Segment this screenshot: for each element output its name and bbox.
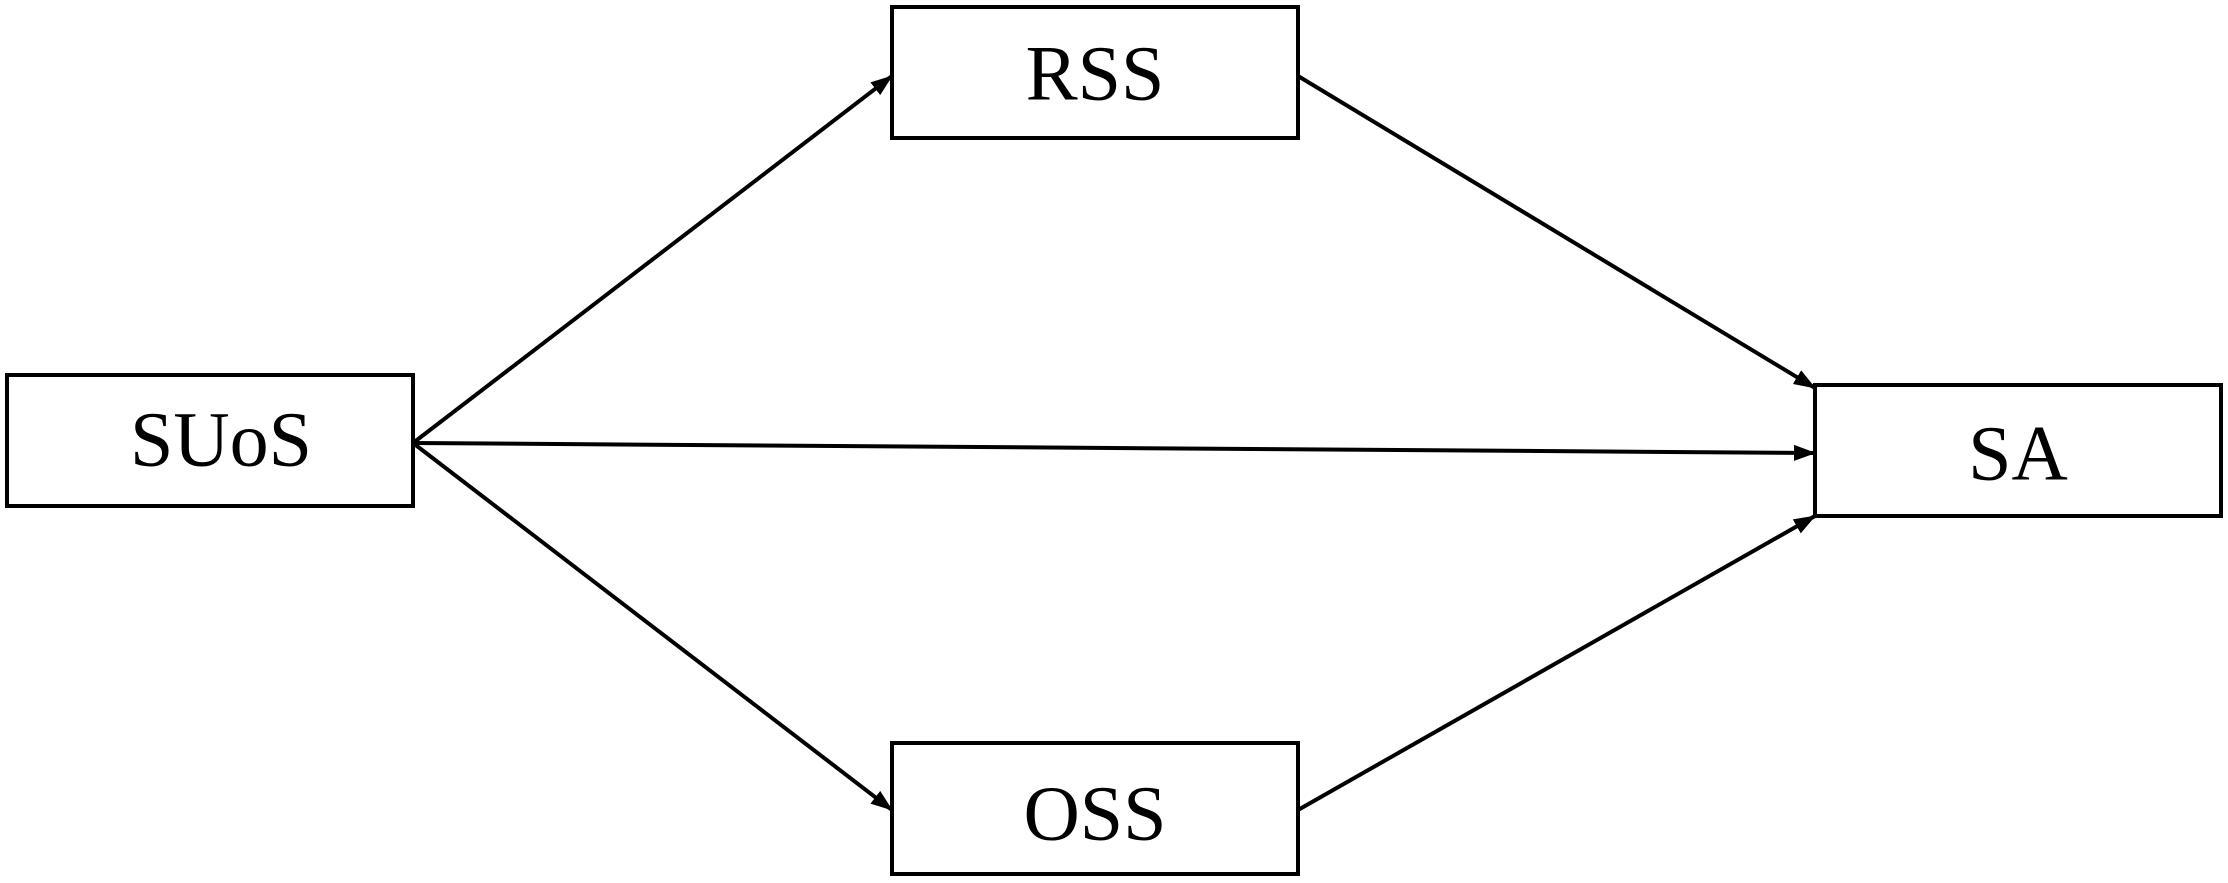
node-rss: RSS bbox=[890, 5, 1300, 140]
node-oss-box bbox=[890, 741, 1300, 876]
node-rss-label: RSS bbox=[1026, 30, 1165, 117]
node-oss: OSS bbox=[890, 741, 1300, 876]
node-suos: SUoS bbox=[5, 373, 415, 508]
edge-suos-to-sa bbox=[412, 441, 1816, 461]
node-sa-box bbox=[1813, 383, 2223, 518]
edges bbox=[411, 74, 1817, 812]
node-suos-box bbox=[5, 373, 415, 508]
node-oss-label: OSS bbox=[1023, 770, 1166, 857]
node-rss-box bbox=[890, 5, 1300, 140]
edge-suos-to-oss bbox=[411, 441, 894, 812]
edge-rss-to-sa bbox=[1296, 74, 1817, 390]
edge-suos-to-rss bbox=[411, 74, 894, 445]
edge-oss-to-sa bbox=[1297, 514, 1816, 812]
node-sa: SA bbox=[1813, 383, 2223, 518]
node-suos-label: SUoS bbox=[130, 396, 312, 483]
node-sa-label: SA bbox=[1968, 410, 2068, 497]
